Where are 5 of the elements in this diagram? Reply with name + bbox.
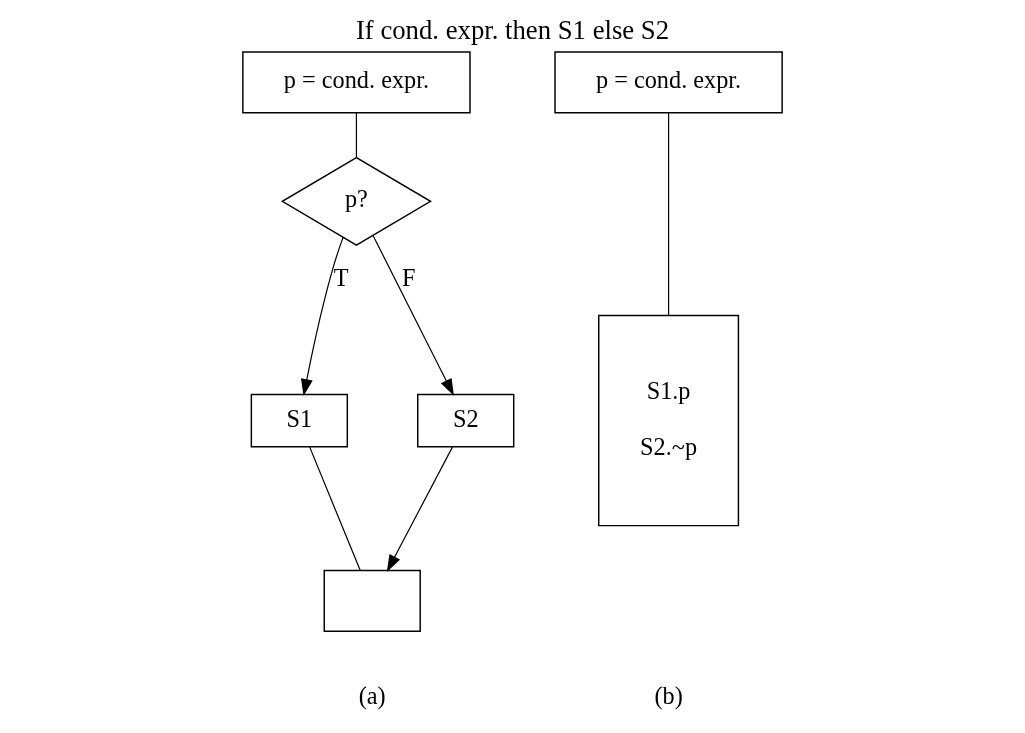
edge-label: F [401, 264, 416, 292]
label: (a) [358, 682, 386, 710]
label: (b) [654, 682, 683, 710]
diagram-title: If cond. expr. then S1 else S2 [355, 15, 670, 46]
edge-label: T [333, 264, 349, 292]
